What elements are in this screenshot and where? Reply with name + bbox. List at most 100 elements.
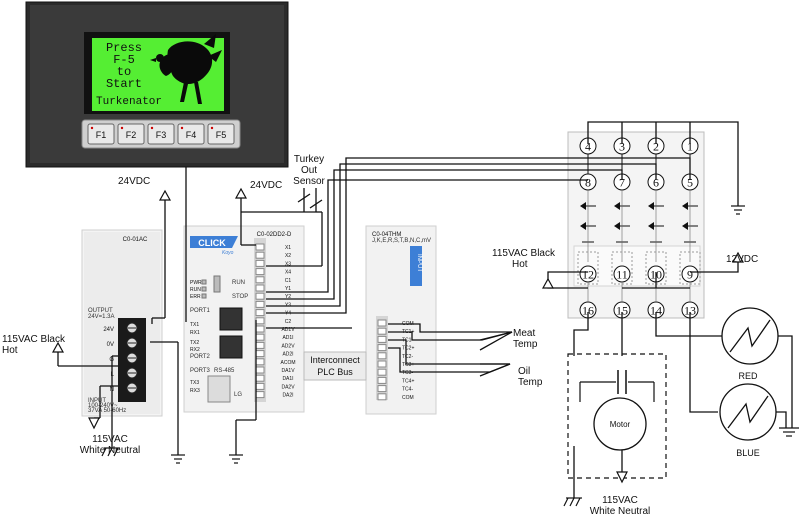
fkey-f2-button[interactable]: [117, 123, 145, 145]
fkey-label: F3: [156, 130, 167, 140]
plc-io-label: X3: [285, 261, 291, 267]
plc-io-label: AD2V: [281, 343, 295, 349]
thm-terminal-label: TC2+: [402, 346, 414, 352]
plc-led-label: RUN: [190, 287, 201, 293]
fkey-f3-button[interactable]: [147, 123, 175, 145]
port3-label: PORT3: [190, 368, 211, 374]
hot-left-label-2: Hot: [2, 345, 18, 356]
relay-terminal-label: 2: [653, 140, 659, 154]
screen-line-4: Start: [106, 77, 142, 91]
thm-terminal: [377, 352, 387, 360]
plc-terminal: [255, 276, 265, 284]
diode-icon: [682, 202, 688, 210]
switch-run: RUN: [232, 280, 245, 286]
relay-terminal-label: 15: [616, 304, 628, 318]
switch-stop: STOP: [232, 294, 248, 300]
plc-io-label: ACOM: [281, 360, 296, 366]
supply-arrow-12vdc: [731, 251, 745, 263]
neutral-left-label-2: White Neutral: [80, 445, 141, 456]
thm-sub-model: J,K,E,R,S,T,B,N,C,mV: [372, 238, 431, 244]
thm-terminal: [377, 393, 387, 401]
plc-led-icon: [201, 286, 207, 292]
diode-icon: [614, 222, 620, 230]
port1-jack[interactable]: [219, 307, 243, 331]
interconnect-bus: Interconnect PLC Bus: [303, 351, 367, 381]
thm-terminal-label: TC1-: [402, 337, 413, 343]
plc-terminal: [255, 358, 265, 366]
supply-24vdc-label: 24VDC: [118, 176, 150, 187]
plc-sub-brand: Koyo: [222, 250, 234, 256]
fkey-f5-button[interactable]: [207, 123, 235, 145]
plc-terminal: [255, 309, 265, 317]
sensor-label-1: Turkey: [294, 154, 324, 165]
thm-terminal: [377, 376, 387, 384]
plc-io-label: DA1I: [282, 376, 293, 382]
relay-terminal-label: 5: [687, 176, 693, 190]
relay-terminal-label: 1: [687, 140, 693, 154]
thm-terminal-label: COM: [402, 395, 414, 401]
chassis-ground-icon: [563, 497, 582, 507]
oil-label-1: Oil: [518, 366, 530, 377]
plc-led-icon: [201, 293, 207, 299]
red-heater: RED: [721, 307, 779, 381]
plc-terminal: [255, 325, 265, 333]
plc-brand-badge: [190, 236, 238, 248]
plc-io-label: DA2I: [282, 393, 293, 399]
neutral-left-label-1: 115VAC: [92, 434, 128, 445]
motor-icon: [593, 397, 647, 451]
plc-24vdc-label: 24VDC: [250, 180, 282, 191]
oil-label-2: Temp: [518, 377, 543, 388]
hot-left-label-1: 115VAC Black: [2, 334, 66, 345]
motor-label: Motor: [610, 420, 631, 429]
screen-line-1: Press: [106, 41, 142, 55]
plc-led-label: ERR: [190, 294, 201, 300]
plc-port-pin-label: RX2: [190, 347, 200, 353]
chassis-ground-icon: [101, 447, 120, 457]
plc-terminal: [255, 300, 265, 308]
bus-label-1: Interconnect: [310, 355, 360, 365]
screen-footer: Turkenator: [96, 96, 162, 108]
ps-terminal-label: 24V: [103, 327, 114, 333]
fkey-f4-button[interactable]: [177, 123, 205, 145]
supply-arrow-hot-right: [541, 277, 555, 289]
plc-terminal: [255, 251, 265, 259]
diode-icon: [580, 222, 586, 230]
lg-label: LG: [234, 392, 242, 398]
relay-terminal-label: 14: [650, 304, 662, 318]
neutral-bottom-label-1: 115VAC: [602, 495, 638, 506]
relay-terminal-label: 16: [582, 304, 594, 318]
plc-terminal: [255, 341, 265, 349]
run-stop-switch[interactable]: [213, 275, 221, 293]
plc-led-label: PWR: [190, 280, 202, 286]
ps-terminal-label: 0V: [107, 342, 114, 348]
plc-terminal: [255, 259, 265, 267]
plc-io-label: C1: [285, 278, 292, 284]
diode-icon: [648, 202, 654, 210]
thm-terminal: [377, 360, 387, 368]
fkey-f1-button[interactable]: [87, 123, 115, 145]
thm-terminal: [377, 344, 387, 352]
supply-arrow-24vdc-plc: [234, 187, 248, 199]
meat-label-2: Temp: [513, 339, 538, 350]
plc-terminal: [255, 292, 265, 300]
blue-heater: BLUE: [719, 383, 777, 458]
thm-input-tab: [410, 246, 422, 286]
plc-terminal: [255, 391, 265, 399]
bus-label-2: PLC Bus: [317, 367, 353, 377]
plc-io-label: DA2V: [281, 384, 295, 390]
port3-terminal[interactable]: [207, 375, 231, 403]
plc-io-label: Y1: [285, 286, 291, 292]
supply-arrow-24vdc-left: [158, 189, 172, 201]
relay-terminal-label: 3: [619, 140, 625, 154]
diode-icon: [682, 222, 688, 230]
plc-io-label: AD1V: [281, 327, 295, 333]
relay-terminal-label: 11: [616, 268, 628, 282]
plc-io-label: C2: [285, 319, 292, 325]
port2-jack[interactable]: [219, 335, 243, 359]
relay-terminal-label: 9: [687, 268, 693, 282]
